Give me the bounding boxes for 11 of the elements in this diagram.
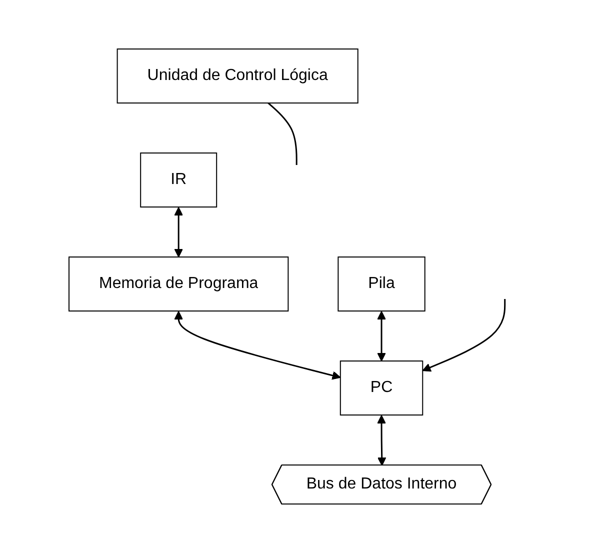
node-box: Memoria de Programa (68, 256, 288, 311)
arrow (376, 310, 386, 361)
node-box: IR (140, 152, 217, 207)
connector (267, 102, 297, 164)
node-box: Unidad de Control Lógica (116, 48, 358, 103)
arrow (174, 310, 340, 380)
node-box: Pila (337, 256, 425, 311)
arrow (376, 414, 386, 466)
arrow (422, 298, 506, 372)
node-box: PC (339, 360, 423, 415)
arrow (174, 206, 183, 257)
